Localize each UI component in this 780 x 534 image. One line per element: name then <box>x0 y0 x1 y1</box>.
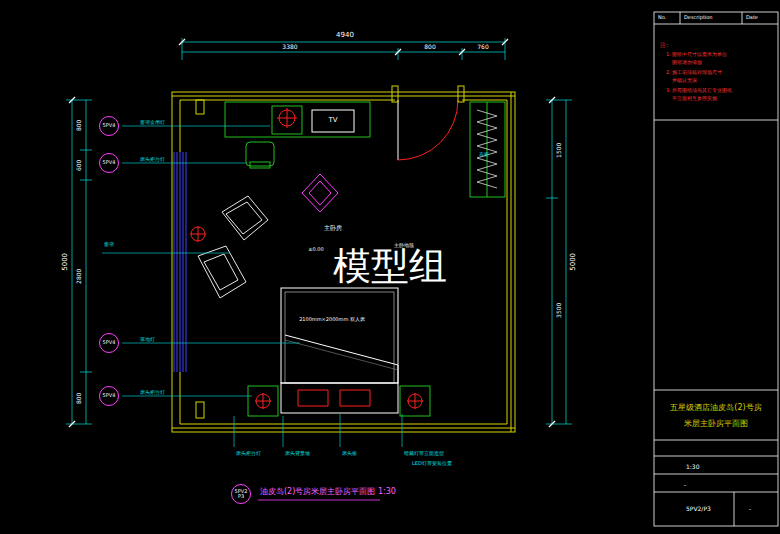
drawing-label: 760 <box>477 44 488 51</box>
callout-text: P3 <box>238 494 244 499</box>
drawing-label: - <box>684 482 686 489</box>
drawing-label: 米层主卧房平面图 <box>684 420 748 429</box>
watermark: 模型组 <box>333 246 447 288</box>
drawing-label: 3380 <box>282 44 297 51</box>
drawing-label: 5000 <box>62 253 70 271</box>
drawing-label: 4940 <box>336 32 354 40</box>
drawing-title: 油皮岛(2)号房米层主卧房平面图 1:30 <box>260 488 396 497</box>
drawing-label: - <box>749 506 751 513</box>
drawing-label: 平立面相互参照实施 <box>672 96 717 102</box>
drawing-label: 暗藏灯带立面造型 <box>404 451 444 457</box>
callout-text: 5PV4 <box>103 123 116 128</box>
callout-circle: 5PV2P3 <box>231 484 252 505</box>
drawing-label: 窗帘 <box>104 242 114 248</box>
callout-circle: 5PV4 <box>99 116 120 137</box>
drawing-label: 3. 所有图纸须与其它专业图纸 <box>666 88 732 94</box>
drawing-label: 1:30 <box>686 464 699 471</box>
drawing-label: 2800 <box>77 268 84 283</box>
callout-circle: 5PV4 <box>99 333 120 354</box>
drawing-label: 图纸请勿缩放 <box>672 60 702 66</box>
drawing-label: 2. 施工前须核对现场尺寸 <box>666 70 722 76</box>
drawing-label: 3500 <box>557 302 564 317</box>
drawing-label: 主卧房 <box>324 225 342 232</box>
drawing-label: 床头柜台灯 <box>236 451 261 457</box>
drawing-label: 1500 <box>557 142 564 157</box>
drawing-label: TV <box>328 117 337 125</box>
drawing-label: 窗帘盒用灯 <box>140 120 165 126</box>
drawing-label: 衣柜 <box>479 152 489 158</box>
drawing-label: No. <box>658 15 666 21</box>
drawing-label: 床头背景墙 <box>285 451 310 457</box>
callout-circle: 5PV4 <box>99 153 120 174</box>
drawing-label: 800 <box>77 392 84 403</box>
drawing-label: 5PV2/P3 <box>686 506 711 513</box>
callout-text: 5PV4 <box>103 340 116 345</box>
drawing-label: 1. 图纸中尺寸以毫米为单位 <box>666 52 727 58</box>
drawing-label: 800 <box>424 44 435 51</box>
drawing-label: 落地灯 <box>140 337 155 343</box>
drawing-label: 注: <box>660 42 668 49</box>
drawing-label: 床头柜台灯 <box>140 157 165 163</box>
drawing-label: 并确认无误 <box>672 78 697 84</box>
callout-text: 5PV4 <box>103 160 116 165</box>
drawing-label: Date <box>746 15 758 21</box>
drawing-label: 床头柜台灯 <box>140 390 165 396</box>
drawing-label: Description <box>684 15 712 21</box>
drawing-label: 2100mm×2000mm 双人床 <box>299 317 365 323</box>
drawing-label: 5000 <box>570 253 578 271</box>
drawing-label: 床头板 <box>342 451 357 457</box>
drawing-label: 800 <box>77 119 84 130</box>
drawing-label: ±0.00 <box>308 247 323 253</box>
callout-text: 5PV4 <box>103 393 116 398</box>
drawing-label: 600 <box>77 159 84 170</box>
drawing-label: 五星级酒店油皮岛(2)号房 <box>670 404 761 413</box>
drawing-label: LED灯带安装位置 <box>412 461 452 467</box>
callout-circle: 5PV4 <box>99 386 120 407</box>
